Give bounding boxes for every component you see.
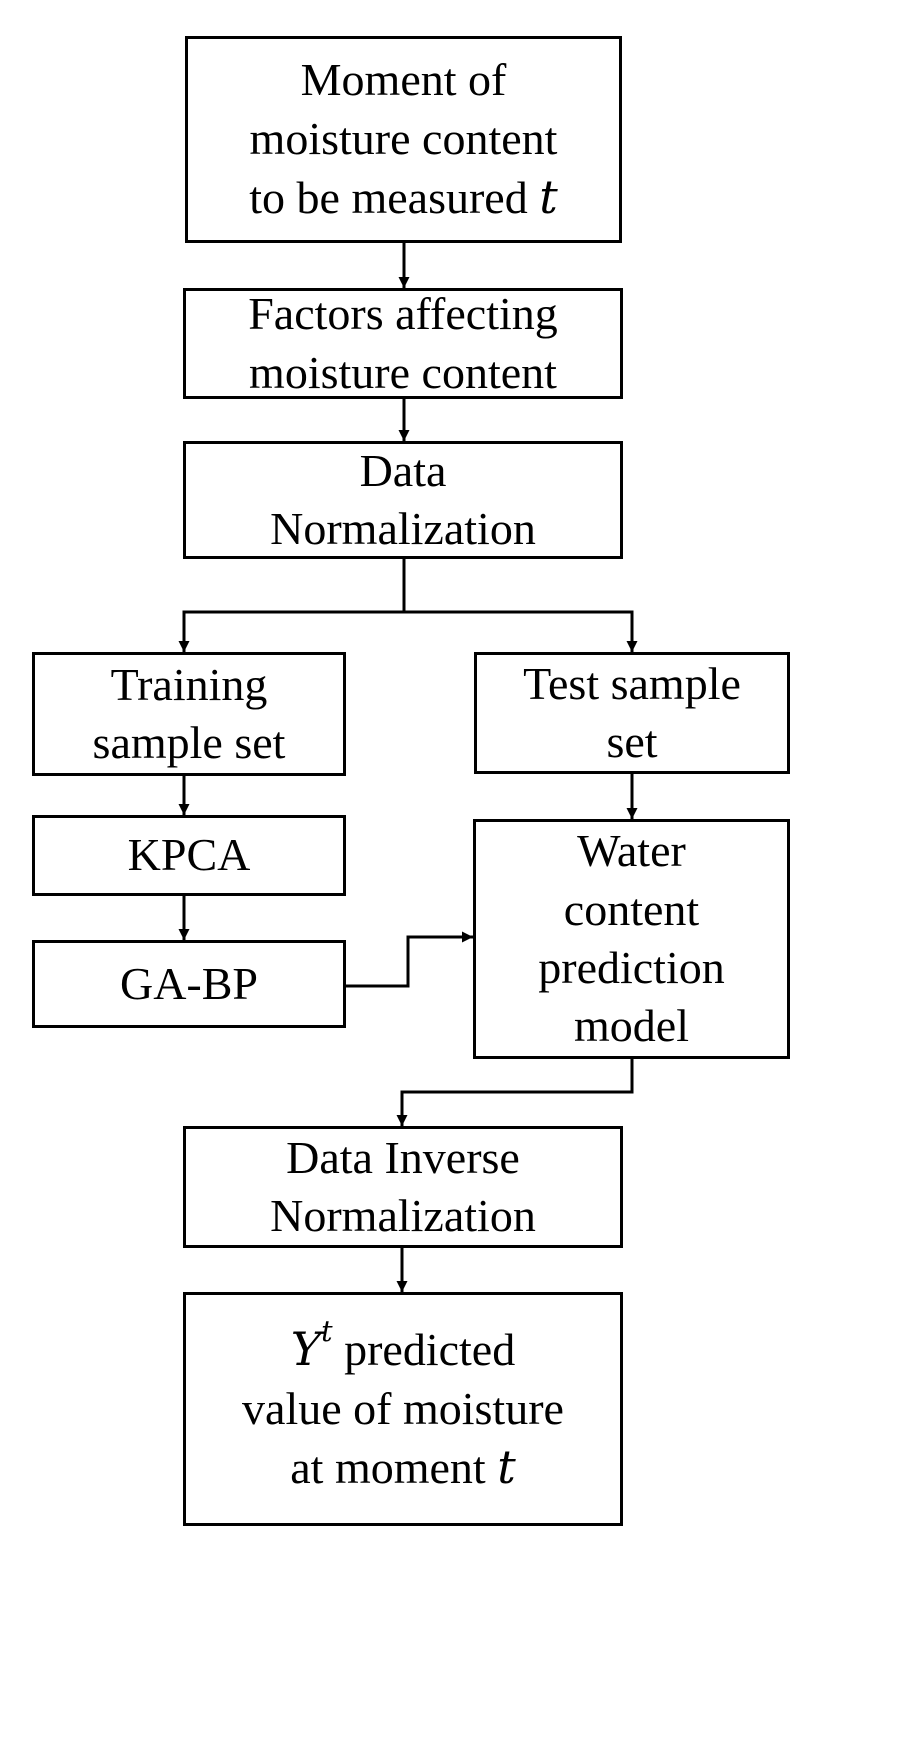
node-factors-line2: moisture content	[249, 346, 557, 398]
node-training-line1: Training	[110, 658, 268, 710]
node-model-line3: prediction	[538, 942, 725, 993]
node-moment-line2: moisture content	[249, 112, 558, 164]
node-model-line4: model	[574, 1000, 689, 1052]
node-moment-line3: to be measured t	[249, 168, 557, 227]
node-training-line2: sample set	[92, 717, 286, 768]
node-model-line2: content	[563, 883, 700, 935]
node-test-line1: Test sample	[523, 657, 741, 709]
node-test-sample-set: Test sample set	[474, 652, 790, 774]
edge-normalization-to-test	[404, 610, 638, 652]
node-ga-bp: GA-BP	[32, 940, 346, 1028]
variable-Y: Y	[290, 1322, 322, 1377]
node-test-line2: set	[606, 716, 658, 767]
node-training-sample-set: Training sample set	[32, 652, 346, 776]
node-output-line3: at moment t	[242, 1438, 564, 1497]
node-moment-line1: Moment of	[300, 54, 507, 106]
node-output-line2: value of moisture	[242, 1382, 564, 1434]
node-water-content-prediction-model: Water content prediction model	[473, 819, 790, 1059]
node-factors-line1: Factors affecting	[248, 288, 558, 340]
node-factors: Factors affecting moisture content	[183, 288, 623, 399]
node-kpca-label: KPCA	[127, 829, 251, 881]
node-normalization-line1: Data	[359, 444, 447, 496]
node-normalization: Data Normalization	[183, 441, 623, 559]
node-output-line3-text: at moment	[290, 1442, 498, 1494]
variable-t: t	[539, 170, 558, 225]
node-output-line1: Yt predicted	[242, 1317, 564, 1379]
node-kpca: KPCA	[32, 815, 346, 896]
node-model-line1: Water	[577, 825, 686, 877]
node-normalization-line2: Normalization	[270, 503, 536, 554]
node-output-line1-text: predicted	[332, 1324, 516, 1376]
node-gabp-label: GA-BP	[119, 957, 259, 1009]
node-moment: Moment of moisture content to be measure…	[185, 36, 622, 243]
node-moment-line3-text: to be measured	[249, 172, 540, 224]
node-predicted-value-output: Yt predicted value of moisture at moment…	[183, 1292, 623, 1526]
edge-normalization-to-training	[178, 558, 406, 652]
edge-gabp-to-model	[345, 931, 473, 988]
node-data-inverse-normalization: Data Inverse Normalization	[183, 1126, 623, 1248]
superscript-t: t	[321, 1315, 333, 1349]
node-inverse-line1: Data Inverse	[286, 1131, 520, 1183]
variable-t: t	[497, 1440, 516, 1495]
node-inverse-line2: Normalization	[270, 1190, 536, 1241]
edge-model-to-inverse	[396, 1058, 634, 1126]
